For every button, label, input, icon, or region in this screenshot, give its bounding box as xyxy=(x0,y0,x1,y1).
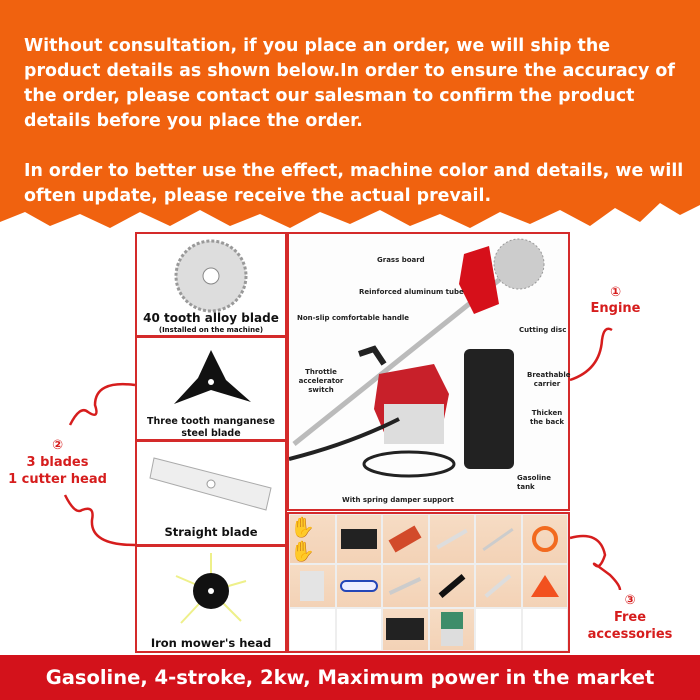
blade-label: 40 tooth alloy blade xyxy=(143,311,279,325)
blades-callout: ② 3 blades 1 cutter head xyxy=(0,437,115,488)
label-handle: Non-slip comfortable handle xyxy=(297,314,410,322)
notice-paragraph-1: Without consultation, if you place an or… xyxy=(24,36,675,131)
callout-number: ③ xyxy=(624,593,636,608)
measuring-cups-icon xyxy=(289,564,336,608)
straight-blade-icon xyxy=(149,457,272,511)
open-wrench-icon xyxy=(475,564,522,608)
blade-label: Straight blade xyxy=(164,525,258,539)
mower-head: Iron mower's head xyxy=(135,545,287,653)
empty-cell xyxy=(521,607,568,651)
blade-label: Iron mower's head xyxy=(150,636,272,650)
tool-bag-icon xyxy=(335,514,382,564)
footer-banner: Gasoline, 4-stroke, 2kw, Maximum power i… xyxy=(0,655,700,700)
label-grass-board: Grass board xyxy=(377,256,425,264)
notice-paragraph-2: In order to better use the effect, machi… xyxy=(24,161,684,206)
accessories-grid: ✋✋ xyxy=(287,512,570,653)
callout-text: 3 blades xyxy=(26,455,89,470)
funnel-icon xyxy=(521,564,568,608)
engine-callout: ① Engine xyxy=(588,285,643,317)
trimmer-line-icon xyxy=(521,514,568,564)
blade-note: (Installed on the machine) xyxy=(158,326,264,334)
engine-arrow xyxy=(569,327,613,382)
empty-cell xyxy=(289,607,336,651)
empty-cell xyxy=(335,607,382,651)
shoulder-pad-icon xyxy=(382,607,429,651)
safety-goggles-icon xyxy=(335,564,382,608)
blades-arrow-top xyxy=(68,382,136,426)
machine-diagram: Grass board Reinforced aluminum tube Non… xyxy=(287,232,570,511)
callout-number: ① xyxy=(609,285,621,300)
blade-label: Three tooth manganese steel blade xyxy=(147,416,275,439)
callout-text: Free xyxy=(613,610,647,625)
blades-arrow-bottom xyxy=(63,494,136,547)
callout-text: accessories xyxy=(587,627,673,642)
label-back: Thicken the back xyxy=(529,409,565,426)
spark-plug-icon xyxy=(382,514,429,564)
blade-40-tooth: 40 tooth alloy blade (Installed on the m… xyxy=(135,232,287,337)
mower-head-icon xyxy=(175,553,247,624)
accessories-arrow xyxy=(569,534,622,591)
circular-blade-icon xyxy=(174,239,248,313)
callout-text: Engine xyxy=(590,301,641,316)
label-throttle: Throttle accelerator switch xyxy=(298,368,344,394)
torn-paper-background xyxy=(0,0,700,228)
wrench-icon xyxy=(428,514,475,564)
brush-cutter-illustration xyxy=(289,238,545,478)
manual-icon xyxy=(428,607,475,651)
label-support: With spring damper support xyxy=(342,496,454,504)
callout-text: 1 cutter head xyxy=(8,472,107,487)
hex-key-icon xyxy=(475,514,522,564)
label-tank: Gasoline tank xyxy=(517,474,551,491)
gloves-icon: ✋✋ xyxy=(289,514,336,564)
notice-banner: Without consultation, if you place an or… xyxy=(0,0,700,232)
blade-three-tooth: Three tooth manganese steel blade xyxy=(135,336,287,441)
socket-wrench-icon xyxy=(382,564,429,608)
callout-number: ② xyxy=(51,438,63,453)
accessories-callout: ③ Free accessories xyxy=(575,592,685,643)
label-carrier: Breathable carrier xyxy=(527,371,571,388)
empty-cell xyxy=(475,607,522,651)
label-cutting-disc: Cutting disc xyxy=(519,326,567,334)
blade-straight: Straight blade xyxy=(135,440,287,546)
screwdriver-set-icon xyxy=(428,564,475,608)
label-tube: Reinforced aluminum tube xyxy=(359,288,464,296)
three-tooth-blade-icon xyxy=(174,350,251,404)
